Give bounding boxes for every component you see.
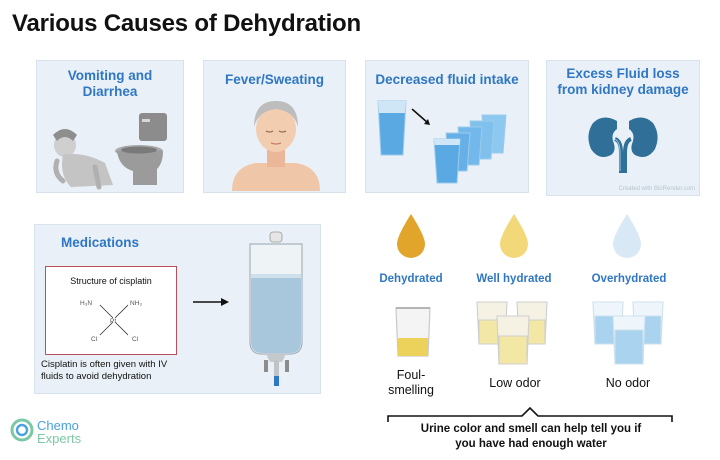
structure-title: Structure of cisplatin <box>70 276 152 286</box>
overhydrated-drop-icon <box>613 214 641 258</box>
toilet-icon <box>115 113 167 185</box>
card-vomiting-diarrhea: Vomiting and Diarrhea <box>36 60 184 193</box>
card-title-fever: Fever/Sweating <box>224 72 325 87</box>
atom-cl-left: Cl <box>91 336 98 343</box>
atom-nh3: NH₃ <box>130 300 143 307</box>
well-hydrated-drop-icon <box>500 214 528 258</box>
card-medications: Medications Structure of cisplatin H₃N N… <box>34 224 321 394</box>
arrow-icon <box>193 298 229 306</box>
card-title-medications: Medications <box>61 235 140 250</box>
sweating-person-icon <box>232 101 320 191</box>
dehydrated-beaker-icon <box>395 307 431 357</box>
overhydrated-beakers-icon <box>592 301 664 365</box>
odor-well-hydrated: Low odor <box>489 376 541 390</box>
card-title-vomiting: Vomiting and Diarrhea <box>67 68 153 99</box>
label-dehydrated: Dehydrated <box>379 273 443 285</box>
odor-dehydrated: Foul- smelling <box>388 368 434 397</box>
iv-bag-icon <box>249 231 303 386</box>
cisplatin-structure-box: Structure of cisplatin H₃N NH₃ Pt Cl Cl <box>45 266 177 355</box>
logo-text-experts: Experts <box>37 431 82 446</box>
cisplatin-note: Cisplatin is often given with IV fluids … <box>41 359 168 382</box>
atom-pt: Pt <box>110 318 117 325</box>
well-hydrated-beakers-icon <box>476 301 548 365</box>
card-decreased-fluid-intake: Decreased fluid intake <box>365 60 529 193</box>
card-title-kidney: Excess Fluid loss from kidney damage <box>557 66 689 97</box>
page-title: Various Causes of Dehydration <box>12 10 361 37</box>
odor-overhydrated: No odor <box>605 376 651 390</box>
vomiting-person-icon <box>53 129 113 190</box>
bracket <box>387 406 673 422</box>
urine-caption: Urine color and smell can help tell you … <box>420 423 642 450</box>
atom-cl-right: Cl <box>132 336 139 343</box>
label-overhydrated: Overhydrated <box>591 273 667 285</box>
logo-text-chemo: Chemo <box>37 418 79 433</box>
dehydrated-drop-icon <box>397 214 425 258</box>
water-glasses-icon <box>377 100 507 184</box>
card-fever-sweating: Fever/Sweating <box>203 60 346 193</box>
kidney-icon <box>588 117 658 173</box>
chemo-experts-logo-icon <box>10 418 34 442</box>
card-title-fluid-intake: Decreased fluid intake <box>375 72 519 87</box>
card-kidney-damage: Excess Fluid loss from kidney damage Cre… <box>546 60 700 196</box>
atom-h3n: H₃N <box>80 300 93 307</box>
cisplatin-molecule-icon <box>99 304 129 336</box>
label-well-hydrated: Well hydrated <box>476 273 552 285</box>
biorender-watermark: Created with BioRender.com <box>618 186 695 192</box>
